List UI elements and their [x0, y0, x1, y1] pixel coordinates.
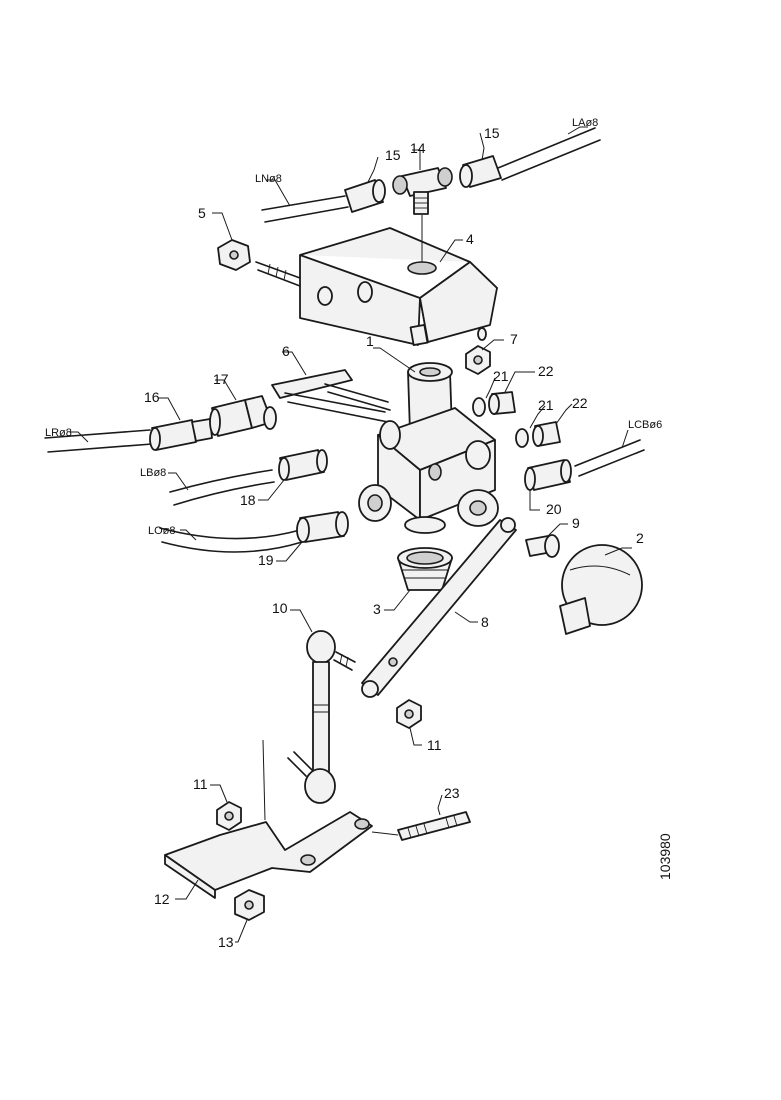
pipe-label-la: LAø8	[572, 117, 598, 129]
part-13-hex-nut	[234, 889, 265, 921]
part-15-union-nut-right	[459, 155, 502, 188]
part-7-hex-nut	[465, 345, 491, 375]
callout-22-lower: 22	[572, 395, 588, 411]
callout-23: 23	[444, 785, 460, 801]
part-22-plug-upper	[488, 391, 516, 415]
callout-14: 14	[410, 140, 426, 156]
callout-21-lower: 21	[538, 397, 554, 413]
callout-20: 20	[546, 501, 562, 517]
callout-12: 12	[154, 891, 170, 907]
pipe-lb	[169, 469, 275, 506]
part-15-union-nut-left	[344, 179, 386, 213]
callout-15-right: 15	[484, 125, 500, 141]
pipe-la	[497, 127, 601, 181]
part-11-hex-nut-upper	[396, 699, 422, 729]
pipe-label-lb: LBø8	[140, 467, 166, 479]
part-22-plug-lower	[532, 421, 561, 447]
pipe-ln	[261, 195, 349, 223]
reference-number: 103980	[657, 833, 673, 880]
callout-19: 19	[258, 552, 274, 568]
part-21-washer-lower	[515, 428, 529, 448]
callout-15-left: 15	[385, 147, 401, 163]
part-4-mounting-bracket	[299, 227, 498, 346]
callout-3: 3	[373, 601, 381, 617]
callout-5: 5	[198, 205, 206, 221]
part-3-cap	[397, 547, 453, 591]
pipe-label-lo: LOø8	[148, 525, 176, 537]
part-18-straight-connector	[278, 449, 328, 481]
pipe-lr	[44, 429, 153, 453]
part-17-elbow-connector	[209, 395, 277, 437]
callout-4: 4	[466, 231, 474, 247]
callout-18: 18	[240, 492, 256, 508]
callout-11-lower: 11	[193, 776, 208, 792]
callout-10: 10	[272, 600, 288, 616]
part-21-washer-upper	[472, 397, 486, 417]
pipe-lcb	[574, 439, 645, 477]
callout-8: 8	[481, 614, 489, 630]
part-9-bolt	[525, 534, 560, 558]
part-10-link-rod	[287, 630, 356, 804]
callout-7: 7	[510, 331, 518, 347]
part-14-tee-fitting	[392, 167, 453, 215]
callout-16: 16	[144, 389, 160, 405]
part-2-protective-cap	[559, 544, 643, 635]
callout-6: 6	[282, 343, 290, 359]
pipe-label-lcb: LCBø6	[628, 419, 662, 431]
pipe-label-ln: LNø8	[255, 173, 282, 185]
callout-17: 17	[213, 371, 229, 387]
part-23-threaded-stud	[371, 811, 471, 841]
pipe-lo	[159, 527, 303, 553]
callout-1: 1	[366, 333, 374, 349]
callout-22-upper: 22	[538, 363, 554, 379]
part-19-straight-connector	[296, 511, 349, 543]
callout-13: 13	[218, 934, 234, 950]
part-16-straight-connector	[149, 418, 213, 451]
callout-21-upper: 21	[493, 368, 509, 384]
callout-2: 2	[636, 530, 644, 546]
pipe-label-lr: LRø8	[45, 427, 72, 439]
part-1-levelling-valve-body	[358, 362, 499, 534]
part-5-hex-nut	[217, 239, 301, 287]
callout-9: 9	[572, 515, 580, 531]
part-8-lever-arm	[361, 517, 517, 698]
part-11-hex-nut-lower	[216, 801, 242, 831]
part-12-axle-bracket	[164, 739, 373, 899]
part-6-link-rod	[271, 369, 391, 423]
callout-11-upper: 11	[427, 737, 442, 753]
leader-lines	[70, 126, 632, 943]
part-20-straight-connector	[524, 459, 572, 491]
